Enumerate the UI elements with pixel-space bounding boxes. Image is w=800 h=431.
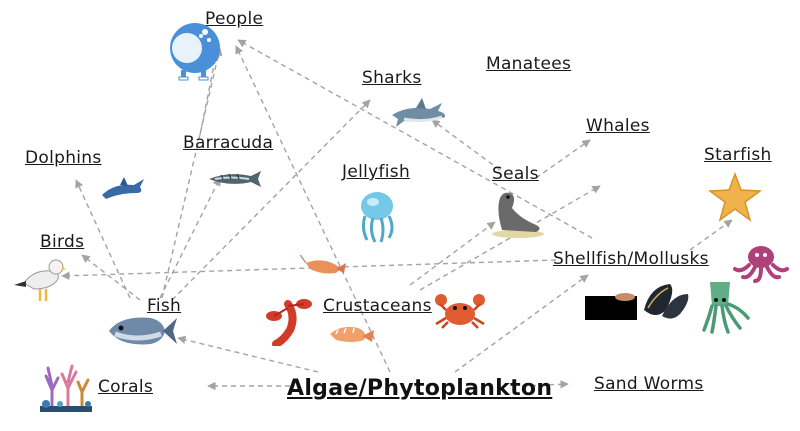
label-whales: Whales bbox=[586, 116, 650, 136]
lobster-icon bbox=[266, 299, 312, 346]
barracuda-icon bbox=[209, 171, 261, 187]
arrow-shellfish-birds bbox=[61, 259, 557, 280]
arrow-algae-people bbox=[235, 45, 391, 373]
arrow-fish-sharks bbox=[171, 99, 371, 301]
label-barracuda: Barracuda bbox=[183, 133, 274, 153]
label-seals: Seals bbox=[492, 164, 539, 184]
mussel-icon bbox=[644, 284, 689, 319]
bird-icon bbox=[14, 259, 66, 301]
arrow-seals-whales bbox=[535, 139, 591, 179]
arrow-shellfish-people bbox=[237, 39, 593, 239]
label-sandworms: Sand Worms bbox=[594, 374, 704, 394]
arrow-fish-people bbox=[161, 47, 223, 299]
redacted-box bbox=[585, 293, 637, 320]
label-crustaceans: Crustaceans bbox=[323, 296, 432, 316]
label-starfish: Starfish bbox=[704, 145, 772, 165]
seal-icon bbox=[492, 192, 544, 238]
starfish-icon bbox=[708, 172, 762, 222]
arrow-algae-shellfish bbox=[454, 274, 589, 373]
people-icon bbox=[170, 23, 220, 81]
dolphin-icon bbox=[102, 177, 144, 199]
label-corals: Corals bbox=[98, 377, 154, 397]
label-fish: Fish bbox=[147, 296, 182, 316]
label-algae: Algae/Phytoplankton bbox=[287, 376, 553, 401]
label-manatees: Manatees bbox=[486, 54, 572, 74]
arrow-algae-fish bbox=[177, 335, 319, 373]
coral-icon bbox=[40, 364, 92, 412]
label-dolphins: Dolphins bbox=[25, 148, 102, 168]
shrimp-icon-2 bbox=[330, 326, 374, 342]
arrow-shellfish-starfish bbox=[689, 219, 733, 251]
arrow-fish-barracuda bbox=[159, 177, 221, 299]
label-jellyfish: Jellyfish bbox=[342, 162, 411, 182]
label-birds: Birds bbox=[40, 232, 85, 252]
crab-icon bbox=[435, 294, 485, 329]
label-sharks: Sharks bbox=[362, 68, 422, 88]
arrow-fish-dolphins bbox=[75, 179, 131, 299]
jellyfish-icon bbox=[361, 192, 394, 243]
label-people: People bbox=[205, 9, 264, 29]
arrow-crustaceans-whales bbox=[419, 185, 601, 291]
squid-icon bbox=[702, 282, 750, 334]
label-shellfish: Shellfish/Mollusks bbox=[553, 249, 709, 269]
arrow-barracuda-people bbox=[199, 49, 220, 136]
octopus-icon bbox=[733, 246, 789, 283]
arrow-fish-birds bbox=[81, 254, 141, 301]
shark-icon bbox=[392, 98, 446, 127]
shrimp-icon bbox=[300, 255, 346, 274]
arrow-algae-sandworms bbox=[521, 380, 569, 389]
fish-icon bbox=[109, 317, 177, 345]
